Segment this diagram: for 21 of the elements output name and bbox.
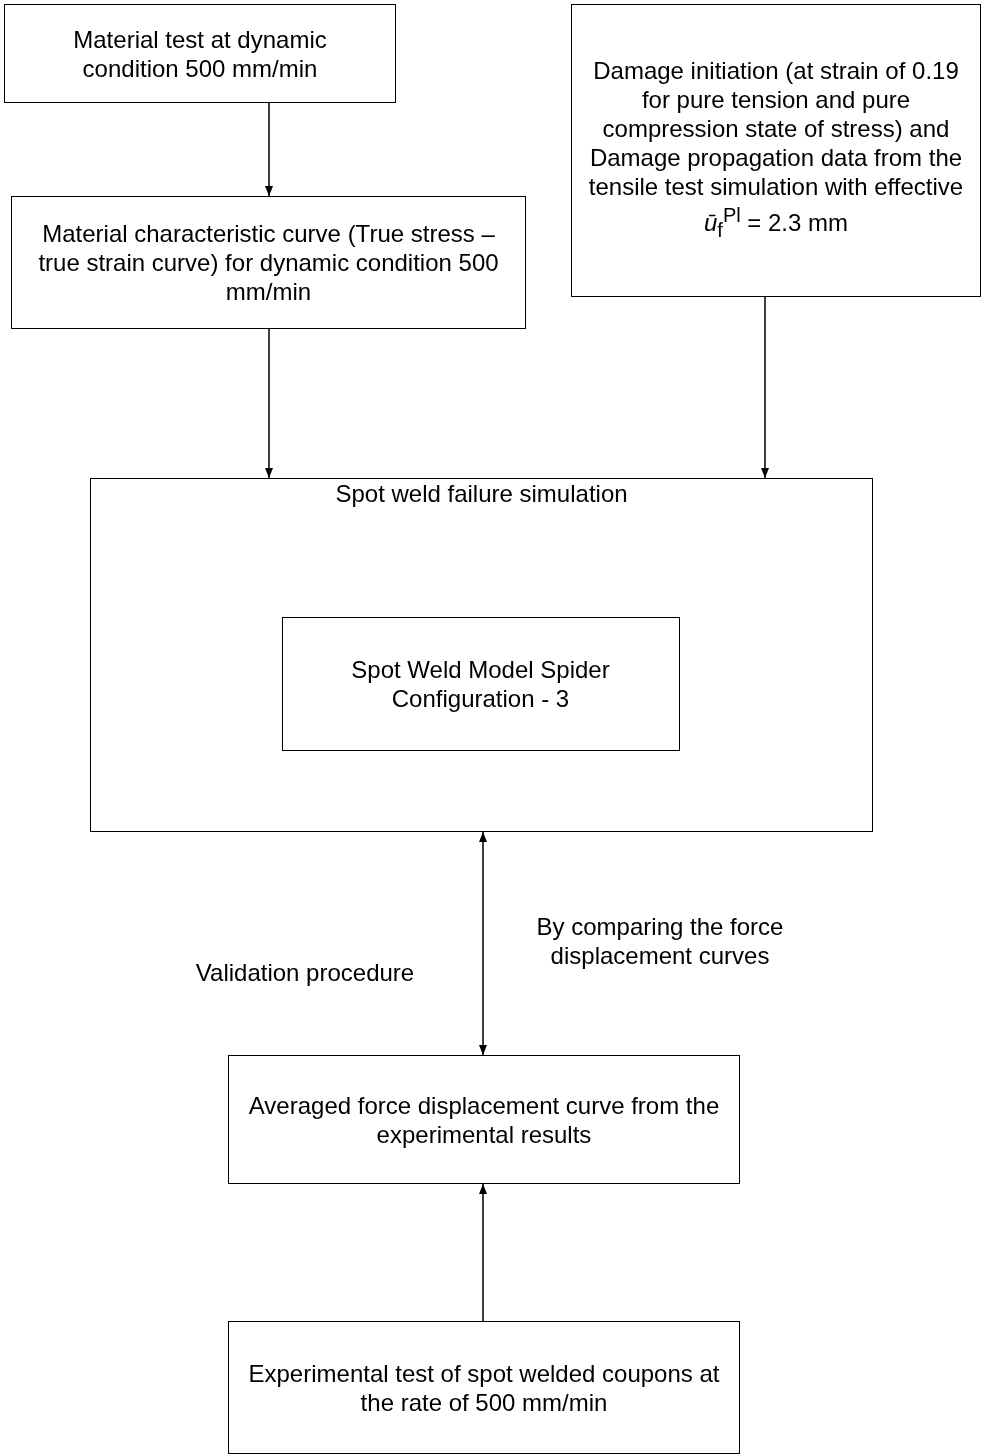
- box-text: Material test at dynamic condition 500 mm/min: [72, 24, 328, 83]
- process-box: [281, 616, 680, 751]
- box-text: Material characteristic curve (True stress – true strain curve) for dynamic condition 500 mm/min: [37, 219, 500, 306]
- annotation-text: Validation procedure: [194, 958, 416, 987]
- arrow: [479, 831, 487, 1056]
- process-box: [11, 196, 526, 329]
- arrow: [479, 1183, 487, 1322]
- process-box: [571, 4, 981, 297]
- box-text: Damage initiation (at strain of 0.19 for pure tension and pure compression state of stress) and Damage propagation data from the tensile test simulation with effective ū$_{f}$$^{Pl}$ = 2.3 mm: [587, 56, 965, 243]
- process-box: [90, 478, 873, 832]
- process-box: [228, 1055, 740, 1184]
- annotation-text: By comparing the force displacement curves: [535, 912, 785, 970]
- arrow: [761, 296, 769, 479]
- box-text: Experimental test of spot welded coupons at the rate of 500 mm/min: [247, 1358, 721, 1417]
- box-text: Averaged force displacement curve from the experimental results: [247, 1090, 721, 1149]
- arrow: [265, 102, 273, 197]
- arrow: [265, 328, 273, 479]
- box-text: Spot Weld Model Spider Configuration - 3: [350, 654, 611, 713]
- process-box: [228, 1321, 740, 1454]
- box-text: Spot weld failure simulation: [335, 479, 628, 508]
- process-box: [4, 4, 396, 103]
